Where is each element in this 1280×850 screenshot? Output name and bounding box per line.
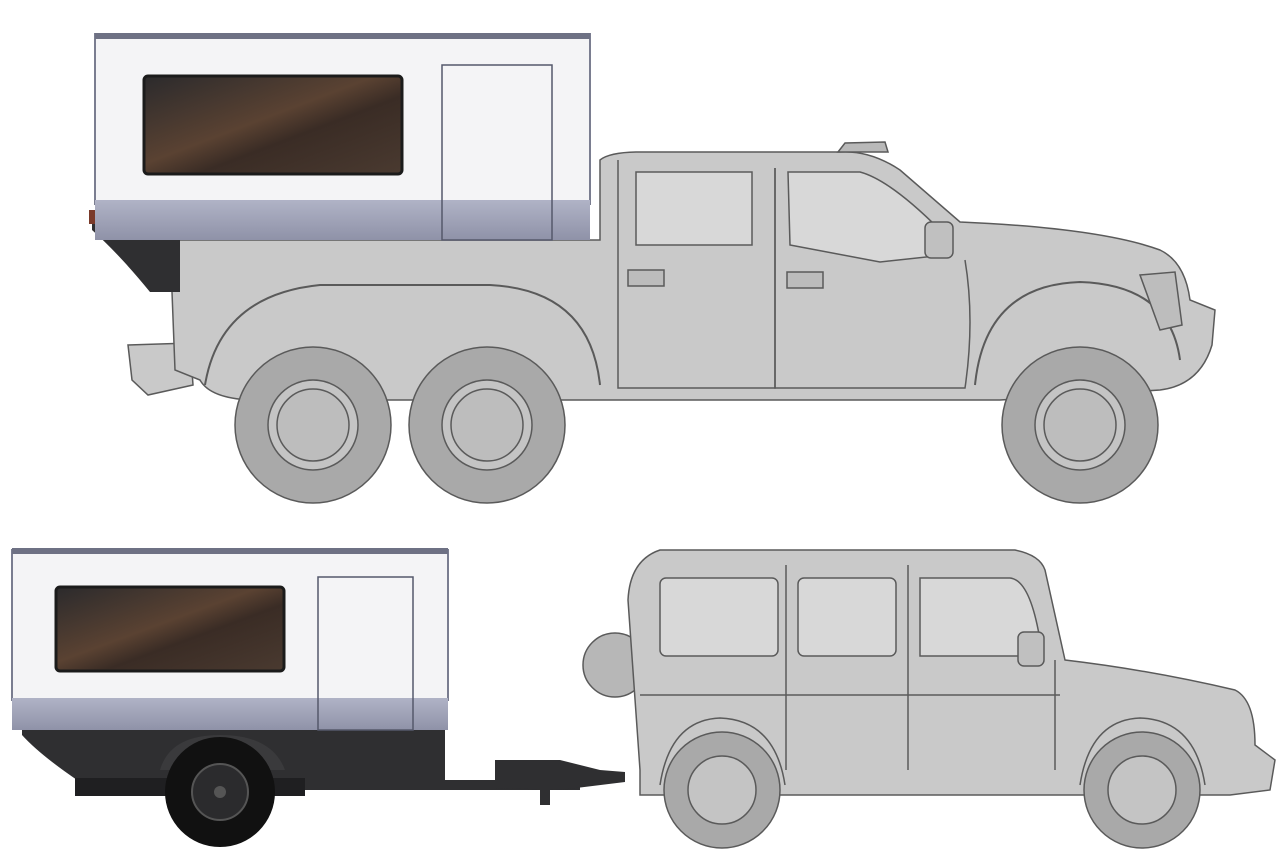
suv-rear-flare	[659, 717, 786, 786]
rear-fender-flare	[204, 284, 601, 386]
tail-light	[89, 210, 95, 224]
trailer-window	[54, 585, 286, 673]
suv-body	[627, 549, 1276, 796]
trailer-lower-band	[12, 698, 448, 730]
trailer-wheel	[165, 737, 275, 847]
headlight	[1138, 271, 1183, 331]
side-mirror	[924, 221, 954, 259]
roof-light-bar	[836, 141, 890, 153]
camper-window	[142, 74, 404, 176]
suv-window-middle	[797, 577, 897, 657]
rear-wheel-2	[408, 346, 566, 504]
camper-roof-edge	[95, 33, 590, 39]
suv	[582, 549, 1276, 849]
suv-mirror	[1017, 631, 1045, 667]
front-wheel	[1001, 346, 1159, 504]
suv-front-flare	[1079, 717, 1206, 786]
camper-door	[441, 64, 553, 241]
rear-wheel-1	[234, 346, 392, 504]
camper-lower-band	[95, 200, 590, 240]
trailer-roof-edge	[12, 548, 448, 554]
suv-front-wheel	[1083, 731, 1201, 849]
rear-door-handle	[627, 269, 665, 287]
trailer-coupler	[495, 760, 625, 790]
rear-cab-window	[635, 171, 753, 246]
truck-camper	[89, 33, 591, 292]
trailer-jack	[540, 770, 550, 805]
front-door-handle	[786, 271, 824, 289]
pickup-truck	[127, 141, 1216, 504]
front-door	[774, 168, 971, 389]
front-cab-window	[787, 171, 946, 263]
suv-window-rear	[659, 577, 779, 657]
camper-trailer	[11, 548, 625, 847]
trailer-door	[317, 576, 414, 731]
suv-rear-wheel	[663, 731, 781, 849]
